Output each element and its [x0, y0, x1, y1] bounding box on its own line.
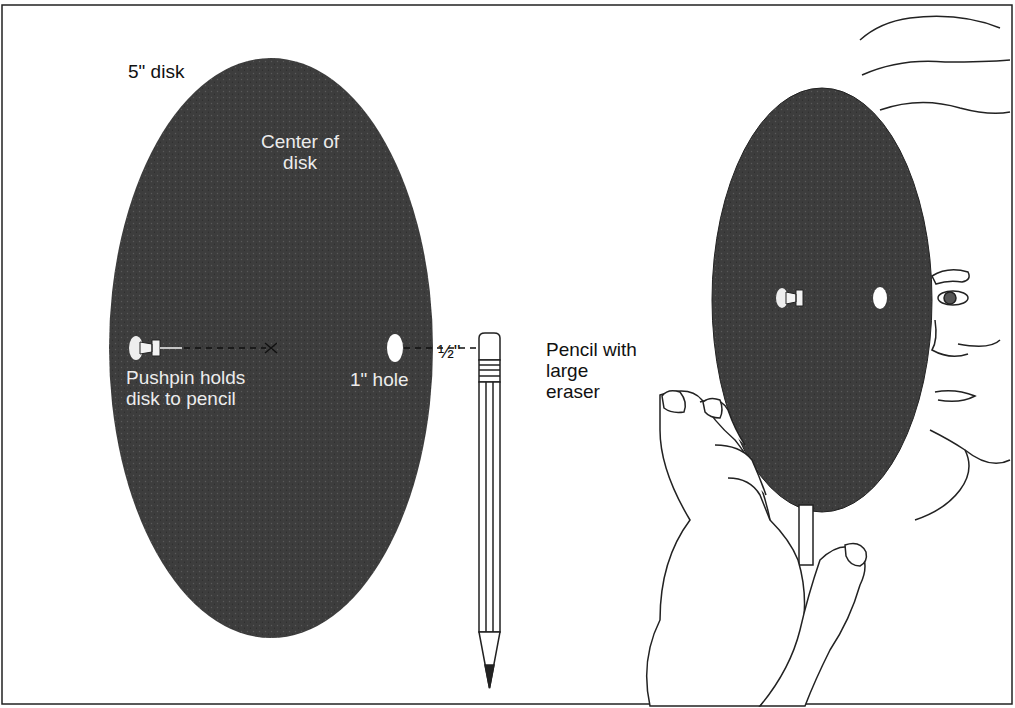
hole	[873, 287, 887, 309]
pushpin-needle	[160, 347, 182, 349]
pencil-label: Pencil with large eraser	[546, 340, 646, 403]
disk	[712, 88, 932, 512]
hands	[647, 391, 867, 706]
pushpin-body	[786, 290, 803, 306]
disk	[109, 58, 433, 638]
frame	[2, 5, 1012, 704]
dimension: ½"	[438, 342, 474, 363]
center-mark	[265, 343, 277, 353]
disk-label: 5" disk	[128, 62, 238, 83]
pushpin-body	[140, 340, 160, 356]
hole-label: 1" hole	[350, 370, 430, 391]
hole	[387, 334, 403, 362]
pushpin-label: Pushpin holds disk to pencil	[126, 368, 246, 410]
leader-line	[184, 347, 266, 349]
center-label: Center of disk	[250, 132, 350, 174]
pencil	[479, 333, 500, 688]
